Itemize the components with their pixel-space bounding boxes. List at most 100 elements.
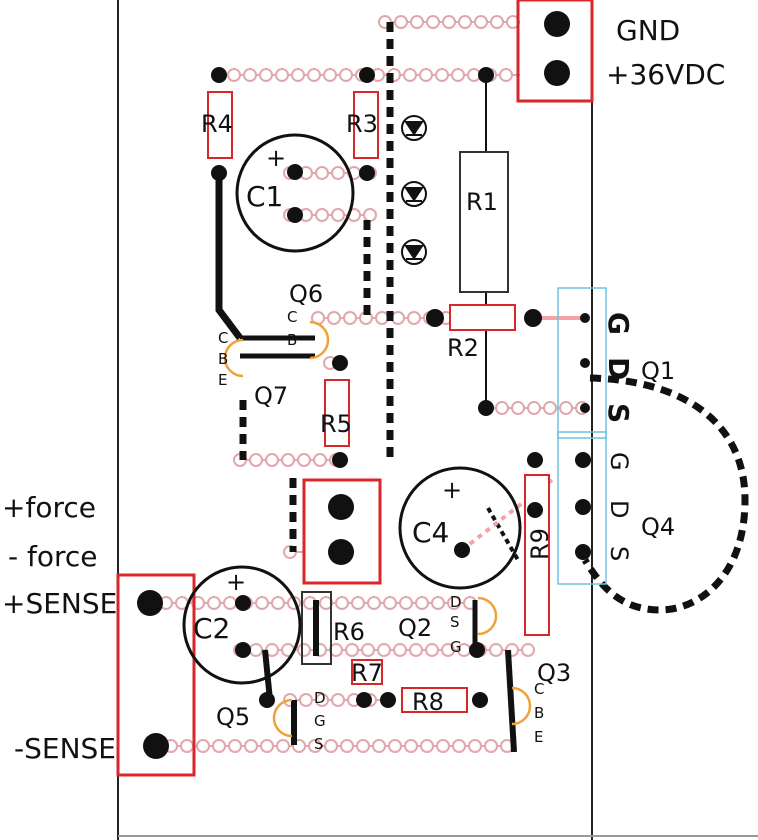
c1-plus: + xyxy=(266,144,286,172)
headers xyxy=(116,0,594,777)
solder-pad xyxy=(469,642,485,658)
solder-pad xyxy=(235,595,251,611)
q6-pin-c: C xyxy=(287,308,297,326)
q5-outline xyxy=(272,698,293,738)
c2-to-q5-wire xyxy=(262,649,273,701)
q3-label: Q3 xyxy=(537,659,571,687)
solder-pad xyxy=(472,692,488,708)
solder-pad xyxy=(478,400,494,416)
q4-label: Q4 xyxy=(641,513,675,541)
q7-pin-e: E xyxy=(218,371,227,389)
solder-pad xyxy=(524,309,542,327)
r6-box xyxy=(301,591,332,665)
q4-box xyxy=(557,431,607,585)
q6-pin-b: B xyxy=(287,331,297,349)
force-pos-label: +force xyxy=(2,491,96,524)
solder-pad xyxy=(328,539,354,565)
c4-plus: + xyxy=(442,476,462,504)
q3-pin-e: E xyxy=(534,728,543,746)
r2-body xyxy=(449,304,516,331)
dashed-links xyxy=(239,22,749,614)
r5-label: R5 xyxy=(320,410,352,438)
force-header-box xyxy=(302,478,382,585)
q2-label: Q2 xyxy=(398,614,432,642)
q4-pin-s: S xyxy=(605,546,633,561)
solder-pad xyxy=(580,403,590,413)
solder-pad xyxy=(527,502,543,518)
solder-pad xyxy=(527,452,543,468)
q7-label: Q7 xyxy=(254,382,288,410)
q5-pin-g: G xyxy=(314,712,326,730)
gnd-label: GND xyxy=(616,14,680,47)
r5-body xyxy=(324,379,350,447)
sense-neg-label: -SENSE xyxy=(14,732,116,765)
q2-outline xyxy=(477,596,498,636)
q2-pin-g: G xyxy=(450,638,462,656)
c2-body xyxy=(182,565,302,685)
solder-pad xyxy=(580,358,590,368)
r9-body xyxy=(524,474,550,636)
solder-pad xyxy=(575,544,591,560)
small-transistors xyxy=(223,320,532,738)
capacitors xyxy=(182,133,522,685)
r8-body xyxy=(401,687,468,713)
resistors xyxy=(207,91,550,713)
power-header-box xyxy=(516,0,594,103)
vdc-label: +36VDC xyxy=(606,58,725,91)
q1-pin-g: G xyxy=(602,312,635,335)
dashed-loop-q1-q4 xyxy=(581,374,749,614)
r3-label: R3 xyxy=(346,110,378,138)
solder-pad xyxy=(575,452,591,468)
q3-outline xyxy=(511,686,532,726)
q1-label: Q1 xyxy=(641,357,675,385)
q7-pin-c: C xyxy=(218,329,228,347)
solder-pad xyxy=(259,692,275,708)
wire-links xyxy=(215,75,517,753)
sense-pos-label: +SENSE xyxy=(2,587,117,620)
solder-pad xyxy=(332,355,348,371)
pad-row xyxy=(283,208,377,222)
diodes xyxy=(401,115,427,265)
solder-pad xyxy=(575,499,591,515)
r7-label: R7 xyxy=(351,659,383,687)
q3-pin-b: B xyxy=(534,704,544,722)
solder-pad xyxy=(478,67,494,83)
r4-body xyxy=(207,91,233,159)
q3-wire xyxy=(505,649,517,753)
solder-pad xyxy=(356,692,372,708)
solder-pad xyxy=(211,165,227,181)
q2-pin-d: D xyxy=(450,593,462,611)
c2-label: C2 xyxy=(193,612,230,645)
q5-pin-d: D xyxy=(314,689,326,707)
r1-body xyxy=(459,151,509,293)
c2-plus: + xyxy=(226,568,246,596)
diode-1 xyxy=(401,115,427,141)
component-pads xyxy=(137,11,591,759)
c1-label: C1 xyxy=(246,180,283,213)
solder-pad xyxy=(426,309,444,327)
force-neg-label: - force xyxy=(8,540,98,573)
diode-2 xyxy=(401,181,427,207)
mosfet-boxes xyxy=(557,287,607,585)
c4-body xyxy=(398,466,522,590)
pad-row xyxy=(378,15,520,29)
pad-row xyxy=(479,401,589,415)
solder-pad xyxy=(143,733,169,759)
solder-pad xyxy=(332,452,348,468)
pad-row xyxy=(143,596,477,610)
c1-body xyxy=(235,133,355,253)
pad-row xyxy=(148,739,515,753)
q6-outline xyxy=(309,320,330,360)
c4-label: C4 xyxy=(412,516,449,549)
q5-pin-s: S xyxy=(314,735,324,753)
r6-label: R6 xyxy=(333,618,365,646)
q6-label: Q6 xyxy=(289,280,323,308)
solder-pad xyxy=(580,313,590,323)
solder-pad xyxy=(328,494,354,520)
sense-header-box xyxy=(116,573,196,777)
solder-pad xyxy=(454,542,470,558)
q3-pin-c: C xyxy=(534,680,544,698)
solder-pad xyxy=(137,590,163,616)
pink-jumpers xyxy=(460,316,585,552)
